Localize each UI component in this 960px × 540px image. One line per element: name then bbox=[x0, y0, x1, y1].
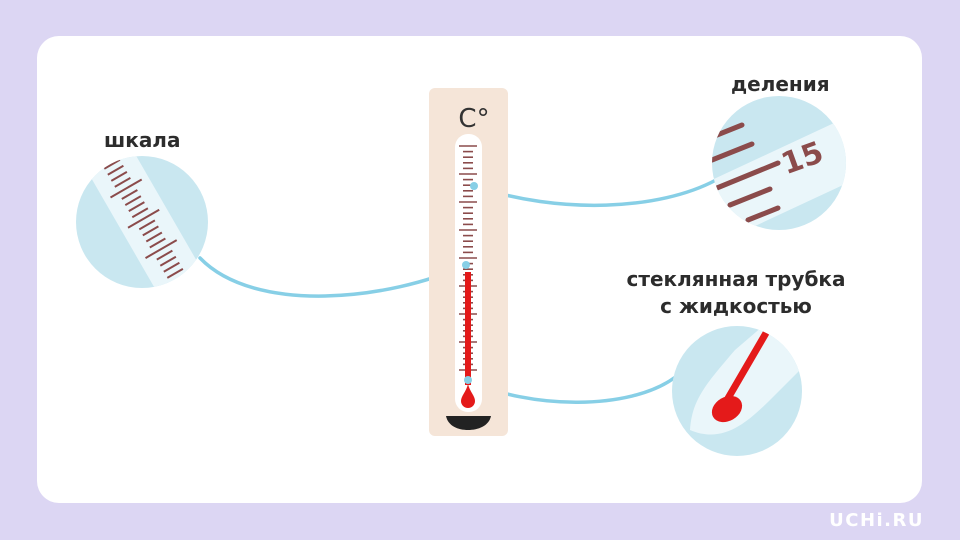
thermometer: C° bbox=[429, 88, 508, 436]
connector-divisions bbox=[472, 178, 718, 208]
zoom-scale-tick bbox=[159, 255, 177, 267]
zoom-scale-tick bbox=[156, 249, 173, 261]
thermometer-base bbox=[446, 416, 491, 430]
brand-logo: UCHi.RU bbox=[829, 510, 924, 531]
marker-dot-divisions bbox=[470, 182, 478, 190]
liquid-bulb bbox=[461, 384, 475, 408]
label-tube-line1: стеклянная трубка bbox=[626, 267, 846, 291]
zoom-scale-tick bbox=[128, 201, 145, 213]
zoom-scale-tick bbox=[138, 219, 156, 231]
zoom-scale-tick bbox=[145, 231, 163, 243]
marker-dot-tube bbox=[464, 376, 472, 384]
zoom-scale-tick bbox=[145, 239, 178, 259]
zoom-liquid-bulb bbox=[711, 395, 743, 423]
zoom-circle-divisions: 15 bbox=[712, 96, 846, 230]
zoom-scale-tick bbox=[149, 237, 166, 249]
zoom-scale-tick bbox=[173, 280, 191, 288]
zoom-liquid-column bbox=[723, 329, 770, 404]
zoom-scale-tick bbox=[114, 177, 131, 188]
zoom-scale-tick bbox=[110, 170, 128, 182]
unit-label: C° bbox=[458, 104, 489, 134]
zoom-scale-tick bbox=[166, 267, 184, 279]
liquid-column bbox=[465, 272, 471, 385]
zoom-scale-tick bbox=[127, 208, 160, 229]
label-tube: стеклянная трубка с жидкостью bbox=[626, 266, 846, 320]
zoom-scale-tick bbox=[107, 164, 124, 176]
zoom-circle-tube bbox=[672, 326, 802, 456]
zoom-scale-tick bbox=[163, 261, 180, 273]
marker-dot-scale bbox=[462, 261, 470, 269]
zoom-scale-tick bbox=[110, 178, 143, 199]
zoom-scale-tick bbox=[103, 158, 121, 170]
zoom-scale-tick bbox=[121, 189, 138, 200]
zoom-scale-tick bbox=[131, 207, 149, 219]
zoom-scale-tick bbox=[124, 195, 142, 206]
label-divisions: деления bbox=[731, 72, 830, 96]
label-scale: шкала bbox=[104, 128, 181, 152]
label-tube-line2: с жидкостью bbox=[660, 294, 812, 318]
zoom-scale-tick bbox=[142, 225, 159, 237]
connector-scale bbox=[198, 256, 468, 298]
